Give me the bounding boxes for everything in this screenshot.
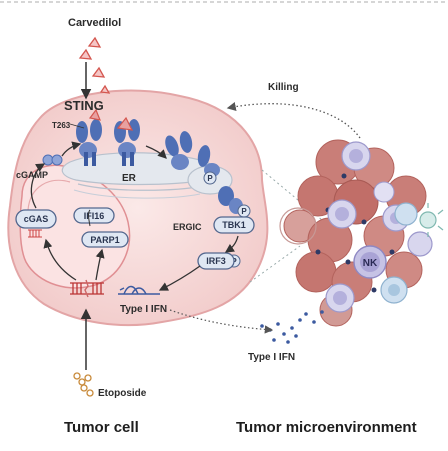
t263-label: T263 xyxy=(52,121,71,130)
dna-damage-icon xyxy=(70,279,104,298)
tumor-microenvironment-caption: Tumor microenvironment xyxy=(236,419,417,436)
tumor-cell-caption: Tumor cell xyxy=(64,419,139,436)
svg-text:P: P xyxy=(207,174,213,183)
arrow-irf3-to-gene xyxy=(158,265,201,291)
arrow-dna-to-parp1 xyxy=(95,248,105,281)
carvedilol-label: Carvedilol xyxy=(68,17,121,29)
type1-ifn-inside-label: Type I IFN xyxy=(120,304,167,315)
arrow-cgamp-to-sting xyxy=(61,141,82,157)
ergic-label: ERGIC xyxy=(173,222,202,232)
phospho-marker-1: P xyxy=(203,171,217,185)
nucleus-envelope-line xyxy=(27,179,71,211)
svg-text:IRF3: IRF3 xyxy=(206,256,226,266)
t263-pointer xyxy=(69,123,85,129)
arrow-tbk1-to-irf3 xyxy=(224,235,239,253)
svg-text:P: P xyxy=(241,207,247,216)
svg-text:PARP1: PARP1 xyxy=(90,235,119,245)
sting-protein-left xyxy=(76,119,102,166)
svg-text:TBK1: TBK1 xyxy=(222,220,246,230)
carvedilol-bound-icon-2 xyxy=(88,108,101,121)
zoom-circle xyxy=(279,207,317,245)
connector-ifi16 xyxy=(88,209,91,227)
cgas-node: cGAS xyxy=(15,209,57,229)
carvedilol-drug-icon xyxy=(78,36,111,94)
svg-text:cGAS: cGAS xyxy=(24,214,49,224)
svg-text:IFI16: IFI16 xyxy=(84,211,105,221)
nk-cell: NK xyxy=(353,245,387,279)
type1-ifn-outside-label: Type I IFN xyxy=(248,352,295,363)
er-label: ER xyxy=(122,173,137,184)
dendritic-cell-icon xyxy=(419,203,444,237)
etoposide-label: Etoposide xyxy=(98,388,147,399)
tbk1-node: TBK1 xyxy=(213,216,255,234)
immune-cells xyxy=(325,141,433,313)
zoom-line-bottom xyxy=(249,245,301,283)
gene-strand-icon xyxy=(118,285,160,295)
phospho-marker-2: P xyxy=(237,204,251,218)
arrow-cgas-to-cgamp xyxy=(30,163,46,209)
dna-fragment-small-icon xyxy=(28,229,42,238)
sting-label: STING xyxy=(64,98,104,113)
ifn-secretion-arrow xyxy=(169,309,274,334)
carvedilol-bound-icon xyxy=(116,116,134,131)
tbk1-blob xyxy=(218,186,243,214)
arrow-dna-to-cgas xyxy=(43,238,77,281)
killing-arrow xyxy=(226,102,361,139)
parp1-node: PARP1 xyxy=(81,231,129,248)
ifi16-node: IFI16 xyxy=(73,207,115,224)
irf3-node: IRF3 xyxy=(197,252,235,270)
etoposide-drug-icon xyxy=(73,372,94,397)
svg-text:NK: NK xyxy=(363,258,378,269)
cgamp-label: cGAMP xyxy=(16,170,48,180)
ifn-secretion-dots xyxy=(260,310,324,344)
arrow-sting-to-ergic xyxy=(145,145,167,159)
cgamp-molecule-icon xyxy=(42,154,63,166)
killing-label: Killing xyxy=(268,82,299,93)
